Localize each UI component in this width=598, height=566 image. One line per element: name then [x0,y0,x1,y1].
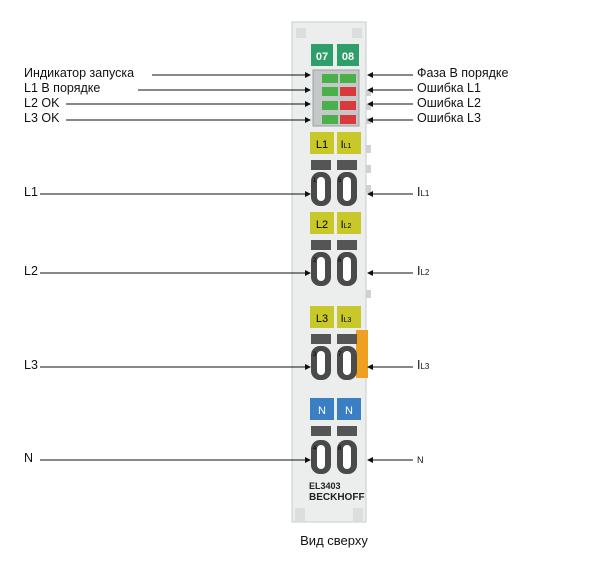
terminal-number-4: 4 [313,446,317,452]
brand-label: BECKHOFF [309,492,365,503]
label-il3: IL3 [417,358,430,372]
clamp-l3[interactable] [311,334,331,380]
clamp-n-right[interactable] [337,426,357,474]
terminal-l3-label: L3 [316,313,328,325]
label-l1-ok: L1 В порядке [24,81,101,95]
terminal-l1-label: L1 [316,139,328,151]
terminal-il2-label: IL2 [341,219,352,231]
label-l1: L1 [24,185,38,199]
label-l2-ok: L2 OK [24,96,60,110]
label-run-indicator: Индикатор запуска [24,66,135,80]
label-phase-ok: Фаза В порядке [417,66,509,80]
right-leader-lines [371,74,413,461]
label-n-right-box [337,398,361,420]
led-panel [312,69,360,127]
terminal-number-7: 7 [338,352,342,358]
chip-right-box [337,44,359,66]
chip-left-box [311,44,333,66]
led-phase [340,74,356,83]
label-l3-ok: L3 OK [24,111,60,125]
label-l1-box [310,132,334,154]
label-n-left-box [310,398,334,420]
led-l1-ok [322,87,338,96]
clamp-n-left[interactable] [311,426,331,474]
clamp-l2[interactable] [311,240,331,286]
clamp-il3[interactable] [337,334,357,380]
orange-latch [356,330,368,378]
label-il2-box [337,212,361,234]
terminal-number-8: 8 [338,446,342,452]
label-error-l1: Ошибка L1 [417,81,481,95]
caption-top-view: Вид сверху [300,533,368,548]
label-il1-box [337,132,361,154]
terminal-n-right-label: N [345,405,353,417]
led-err-l1 [340,87,356,96]
terminal-number-6: 6 [338,258,342,264]
label-n: N [24,451,34,465]
terminal-number-5: 5 [338,178,342,184]
chip-left-label: 07 [316,51,328,63]
chip-right-label: 08 [342,51,354,63]
clamp-il2[interactable] [337,240,357,286]
led-err-l2 [340,101,356,110]
left-arrowheads [305,72,311,463]
left-leader-lines [40,74,307,461]
terminal-il3-label: IL3 [341,313,352,325]
led-err-l3 [340,115,356,124]
terminal-number-1: 1 [313,178,317,184]
led-l2-ok [322,101,338,110]
label-l2-box [310,212,334,234]
label-error-l2: Ошибка L2 [417,96,481,110]
label-error-l3: Ошибка L3 [417,111,481,125]
clamp-il1[interactable] [337,160,357,206]
terminal-l2-label: L2 [316,219,328,231]
led-l3-ok [322,115,338,124]
label-l2: L2 [24,264,38,278]
terminal-il1-label: IL1 [341,139,352,151]
model-label: EL3403 [309,481,341,491]
right-arrowheads [367,72,373,463]
led-run [322,74,338,83]
label-il1: IL1 [417,185,430,199]
label-l3: L3 [24,358,38,372]
terminal-n-left-label: N [318,405,326,417]
clamp-l1[interactable] [311,160,331,206]
terminal-number-2: 2 [313,258,317,264]
label-il3-box [337,306,361,328]
label-n-right: N [417,455,424,465]
label-il2: IL2 [417,264,430,278]
label-l3-box [310,306,334,328]
terminal-number-3: 3 [313,352,317,358]
